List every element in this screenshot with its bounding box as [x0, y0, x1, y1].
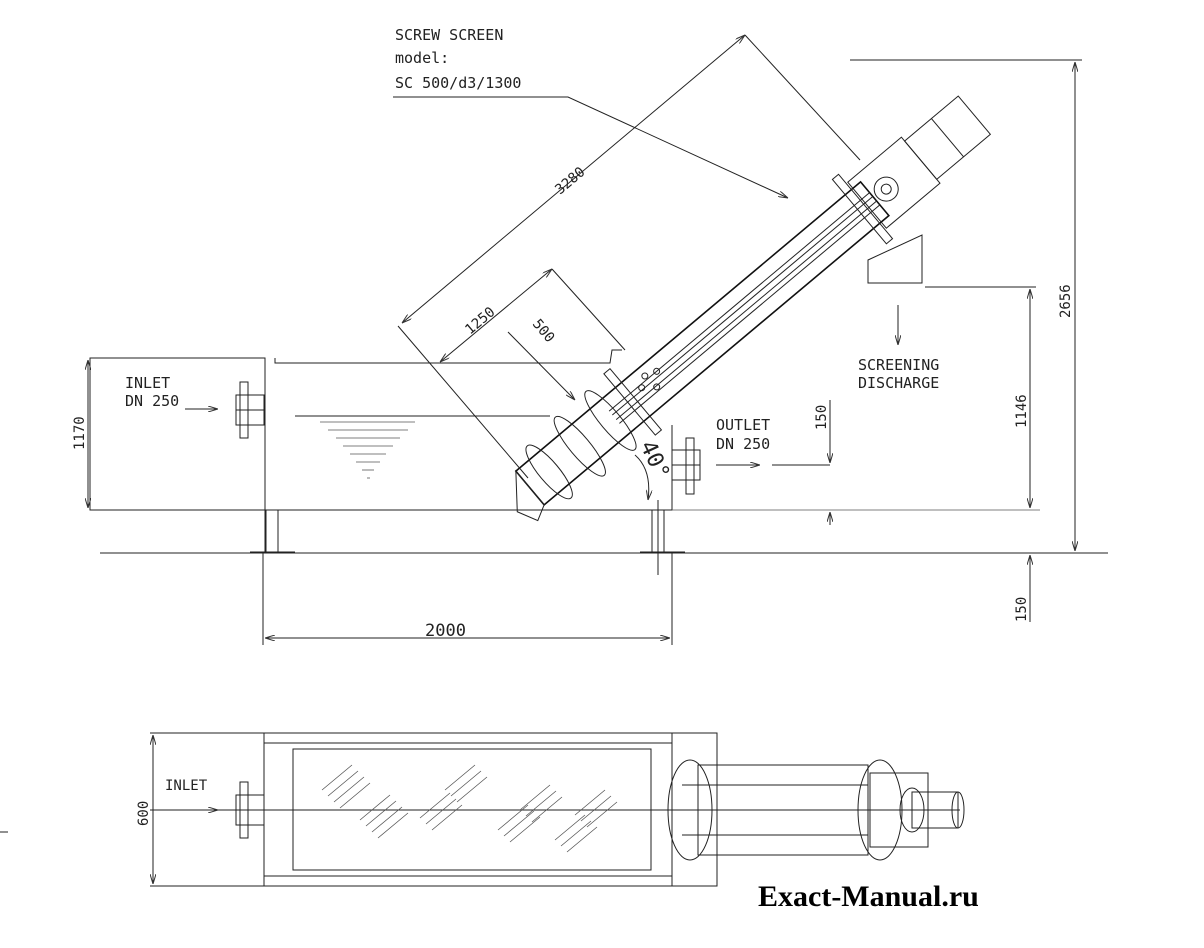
dimension-500: 500	[507, 316, 575, 400]
outlet-flange	[671, 437, 701, 495]
inlet-label: INLET	[125, 374, 170, 392]
dim-500-label: 500	[529, 316, 558, 346]
water-hatch	[320, 421, 415, 479]
discharge-label: DISCHARGE	[858, 374, 939, 392]
tank-elevation	[89, 349, 1040, 575]
dim-150-foot-label: 150	[1014, 597, 1030, 622]
title-line3: SC 500/d3/1300	[395, 74, 521, 92]
dim-1146-label: 1146	[1014, 394, 1030, 428]
dim-2000-label: 2000	[425, 621, 466, 641]
watermark: Exact-Manual.ru	[758, 880, 979, 913]
dim-2656-label: 2656	[1058, 284, 1074, 318]
dim-150-outlet-label: 150	[814, 405, 830, 430]
dimension-3280: 3280	[397, 35, 861, 479]
screw-flights-plan	[321, 764, 618, 853]
plan-view: 600 INLET	[136, 732, 965, 887]
dimension-1170: 1170	[72, 360, 88, 508]
dimension-2656: 2656	[850, 59, 1082, 551]
dim-1170-label: 1170	[72, 416, 88, 450]
outlet-label: OUTLET	[716, 416, 770, 434]
discharge-chute	[867, 234, 923, 284]
dimension-150-foot: 150	[1014, 555, 1030, 622]
dim-600-label: 600	[136, 801, 152, 826]
dimension-1250: 1250	[440, 269, 626, 362]
outlet-dn-label: DN 250	[716, 435, 770, 453]
inlet-flange	[235, 381, 265, 439]
dimension-2000: 2000	[262, 553, 673, 645]
screening-label: SCREENING	[858, 356, 939, 374]
plan-inlet-label: INLET	[165, 778, 208, 794]
screw-conveyor	[514, 95, 992, 522]
dimension-150-outlet: 150	[772, 400, 830, 525]
angle-arc	[634, 454, 649, 500]
inlet-dn-label: DN 250	[125, 392, 179, 410]
dim-3280-label: 3280	[552, 164, 588, 198]
title-line2: model:	[395, 49, 449, 67]
title-leader	[393, 96, 788, 198]
title-line1: SCREW SCREEN	[395, 26, 503, 44]
dim-1250-label: 1250	[462, 304, 498, 338]
dimension-1146: 1146	[925, 286, 1036, 508]
